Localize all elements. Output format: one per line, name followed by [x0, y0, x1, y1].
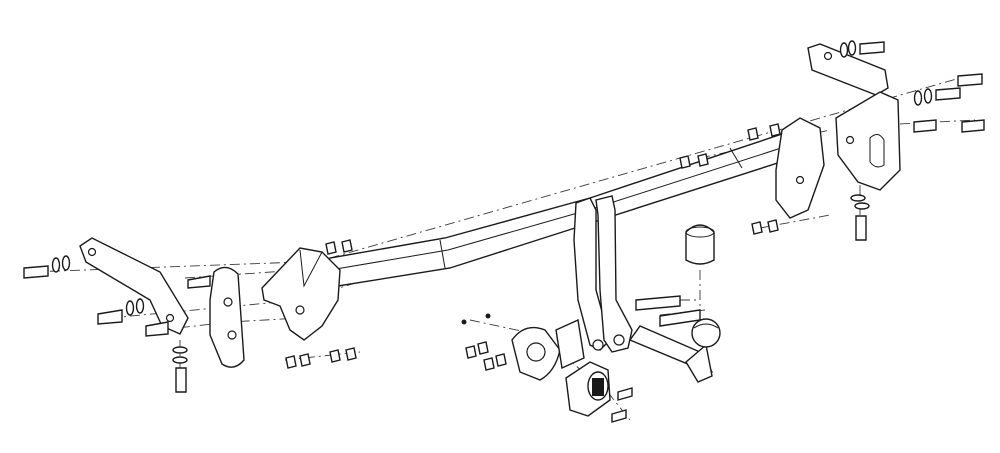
left-mounting-bracket	[79, 237, 189, 335]
left-inner-bracket	[261, 247, 341, 341]
center-mount-plate	[573, 195, 633, 353]
right-inner-bracket	[775, 117, 825, 219]
electrical-socket-plate	[511, 318, 585, 381]
washers	[51, 40, 933, 364]
ball-cover-cap	[685, 224, 715, 265]
right-side-plate	[835, 91, 901, 191]
tow-ball-neck	[628, 325, 713, 383]
right-mounting-bracket	[807, 43, 889, 96]
cross-beam	[318, 127, 816, 287]
bolts	[23, 41, 985, 423]
nuts	[285, 123, 781, 371]
tow-ball	[691, 318, 721, 348]
electrical-socket	[565, 361, 611, 417]
left-side-plate	[209, 266, 245, 368]
